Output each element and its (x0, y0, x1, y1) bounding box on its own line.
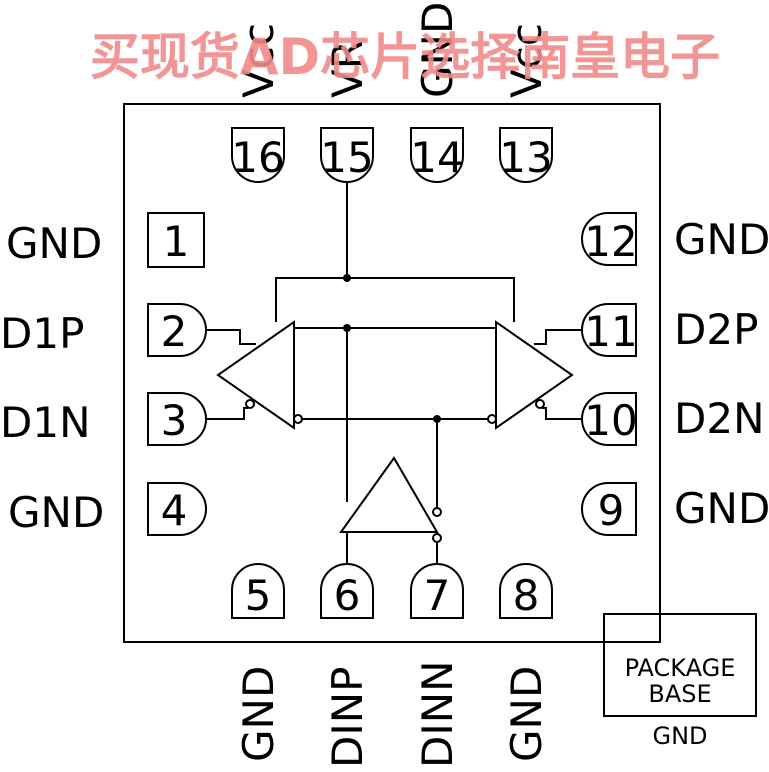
pin-8-label: GND (502, 666, 551, 762)
pin-16-pad (231, 127, 285, 183)
pin-3-number: 3 (161, 396, 188, 445)
pin-11-label: D2P (674, 305, 758, 354)
package-base-box (603, 613, 757, 717)
d2n-wire (542, 407, 582, 420)
pin-3-label: D1N (0, 398, 90, 447)
pin-10-label: D2N (674, 394, 764, 443)
pin-16-number: 16 (231, 133, 284, 182)
inversion-bubble (487, 414, 497, 424)
inversion-bubble (535, 399, 545, 409)
pin-2-pad (147, 303, 207, 357)
inversion-bubble (293, 414, 303, 424)
pin-2-number: 2 (161, 307, 188, 356)
package-body (123, 103, 661, 643)
pin-6-number: 6 (334, 571, 361, 620)
package-base-label-line2: BASE (648, 680, 711, 708)
junction-dot (343, 274, 351, 282)
package-base-label-line1: PACKAGE (625, 654, 736, 682)
pin-14-number: 14 (410, 133, 463, 182)
pin-13-label: Vcc (502, 23, 551, 98)
left-driver-triangle (216, 320, 295, 430)
pin-15-number: 15 (320, 133, 373, 182)
pin-4-number: 4 (161, 486, 188, 535)
input-buffer-triangle (339, 456, 439, 533)
pin-5-label: GND (234, 666, 283, 762)
right-driver-triangle (495, 320, 574, 430)
watermark: 买现货AD芯片选择南皇电子 (90, 28, 720, 86)
inversion-bubble (432, 507, 442, 517)
pin-6-label: DINP (323, 667, 372, 768)
d2p-wire (534, 329, 582, 345)
pin-1-pad (147, 212, 205, 268)
pin-9-pad (581, 482, 637, 536)
pin-7-label: DINN (413, 660, 462, 768)
inversion-bubble (432, 533, 442, 543)
vr-bus-wire (275, 277, 515, 322)
d1n-wire (206, 407, 248, 420)
pin-4-label: GND (8, 488, 104, 537)
pin-13-pad (499, 127, 553, 183)
pin-6-pad (320, 563, 374, 619)
pin-5-number: 5 (245, 571, 272, 620)
pin-14-pad (410, 127, 464, 183)
pin-16-label: Vcc (234, 23, 283, 98)
pin-12-label: GND (674, 215, 769, 264)
pin-1-label: GND (6, 219, 102, 268)
d1p-wire (206, 329, 256, 345)
pin-5-pad (231, 563, 285, 619)
pin-14-label: GND (413, 2, 462, 98)
inversion-bubble (245, 399, 255, 409)
pin-8-number: 8 (513, 571, 540, 620)
package-base-gnd-label: GND (652, 722, 707, 750)
pin-10-number: 10 (584, 396, 637, 445)
pin-9-number: 9 (598, 486, 625, 535)
pin-15-label: VR (323, 40, 372, 98)
pin-12-pad (581, 212, 637, 266)
pin-12-number: 12 (584, 217, 637, 266)
pin-7-pad (410, 563, 464, 619)
pin-13-number: 13 (499, 133, 552, 182)
pin-10-pad (581, 392, 637, 446)
pin-7-number: 7 (424, 571, 451, 620)
pin-15-pad (320, 127, 374, 183)
pin-3-pad (147, 392, 207, 446)
pin-1-number: 1 (163, 217, 190, 266)
pin-11-number: 11 (584, 307, 637, 356)
pin-4-pad (147, 482, 207, 536)
pin-8-pad (499, 563, 553, 619)
pin-2-label: D1P (0, 309, 84, 358)
pin-11-pad (581, 303, 637, 357)
pin-9-label: GND (674, 484, 769, 533)
